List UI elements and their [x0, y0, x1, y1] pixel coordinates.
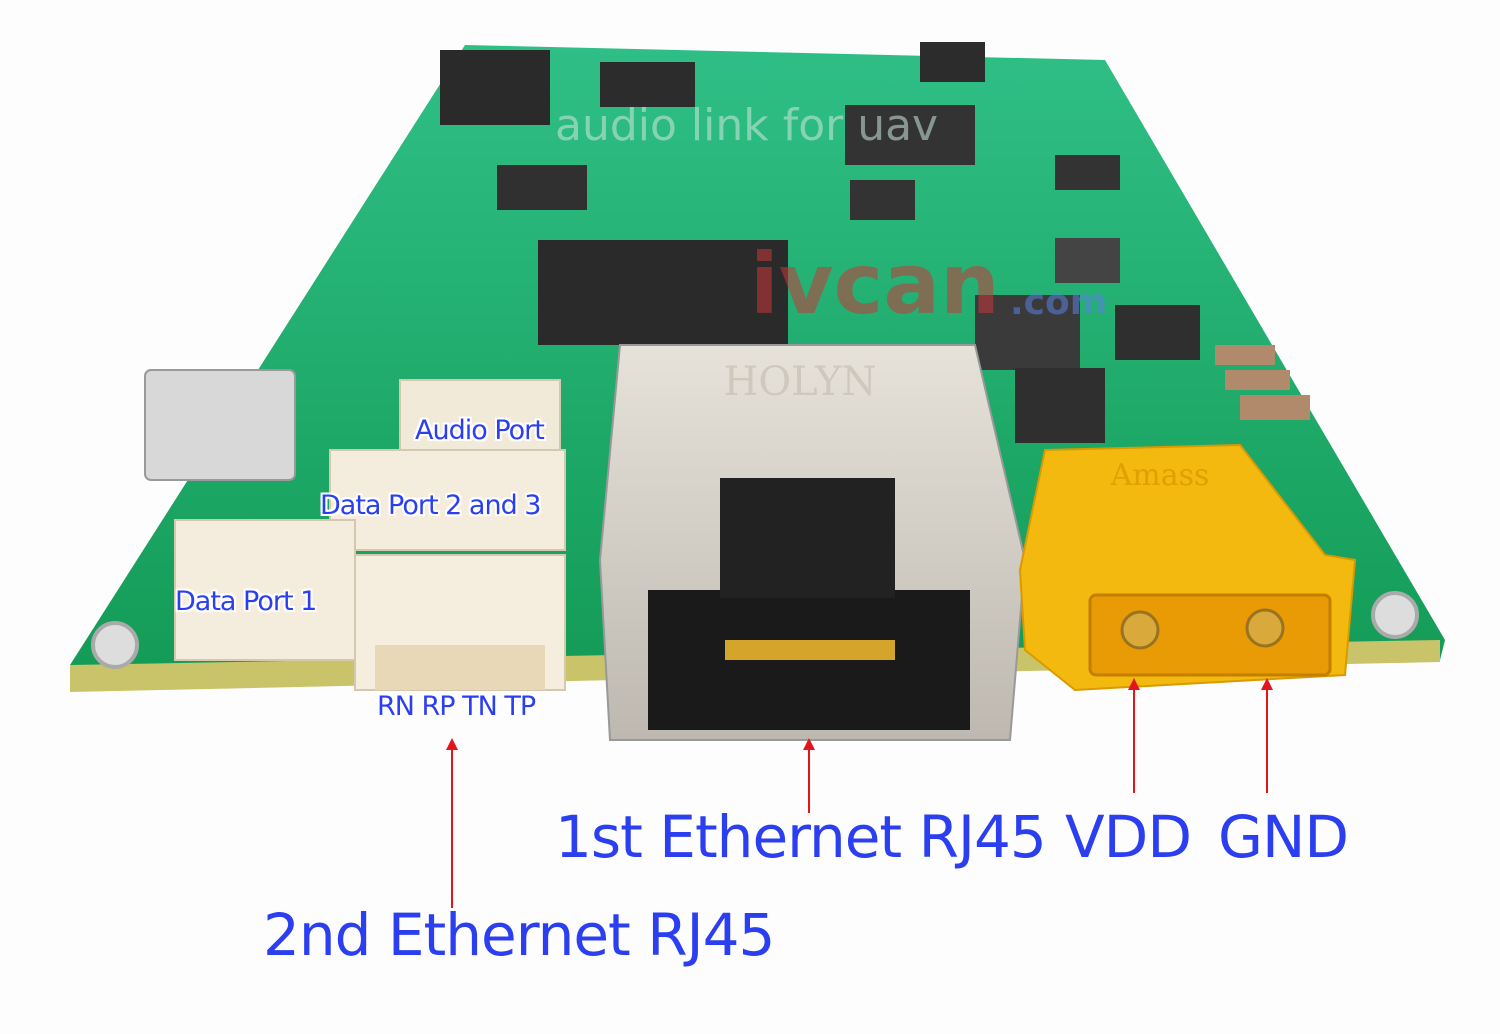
chip	[538, 240, 788, 345]
brand-watermark-suffix: .com	[1010, 282, 1108, 323]
brand-watermark: ivcan	[750, 235, 1000, 333]
data-port-1-connector	[174, 519, 356, 661]
capacitor	[1225, 370, 1290, 390]
chip	[1015, 368, 1105, 443]
watermark-text: audio link for uav	[555, 100, 939, 151]
capacitor	[1240, 395, 1310, 420]
audio-port-label: Audio Port	[415, 415, 545, 446]
chip	[1115, 305, 1200, 360]
chip	[850, 180, 915, 220]
gnd-pin	[1245, 608, 1285, 648]
rn-rp-tn-tp-label: RN RP TN TP	[377, 691, 536, 722]
mounting-hole	[91, 621, 139, 669]
chip	[975, 295, 1080, 370]
data-port-2-3-connector	[329, 449, 566, 551]
rj45-marking: HOLYN	[723, 359, 876, 405]
chip	[920, 42, 985, 82]
chip	[497, 165, 587, 210]
data-port-1-label: Data Port 1	[175, 586, 317, 617]
micro-usb-port	[144, 369, 296, 481]
arrow-vdd	[1128, 678, 1140, 793]
mounting-hole	[1371, 591, 1419, 639]
chip	[1055, 238, 1120, 283]
data-port-2-3-label: Data Port 2 and 3	[320, 490, 541, 521]
vdd-pin	[1120, 610, 1160, 650]
chip	[600, 62, 695, 107]
chip	[1055, 155, 1120, 190]
vdd-label: VDD	[1065, 803, 1192, 871]
xt-marking: Amass	[1110, 458, 1210, 493]
capacitor	[1215, 345, 1275, 365]
arrow-1st-ethernet	[803, 738, 815, 813]
second-ethernet-label: 2nd Ethernet RJ45	[263, 901, 775, 969]
arrow-2nd-ethernet	[446, 738, 458, 908]
arrow-gnd	[1261, 678, 1273, 793]
gnd-label: GND	[1218, 803, 1349, 871]
chip	[440, 50, 550, 125]
first-ethernet-label: 1st Ethernet RJ45	[555, 803, 1047, 871]
chip	[845, 105, 975, 165]
